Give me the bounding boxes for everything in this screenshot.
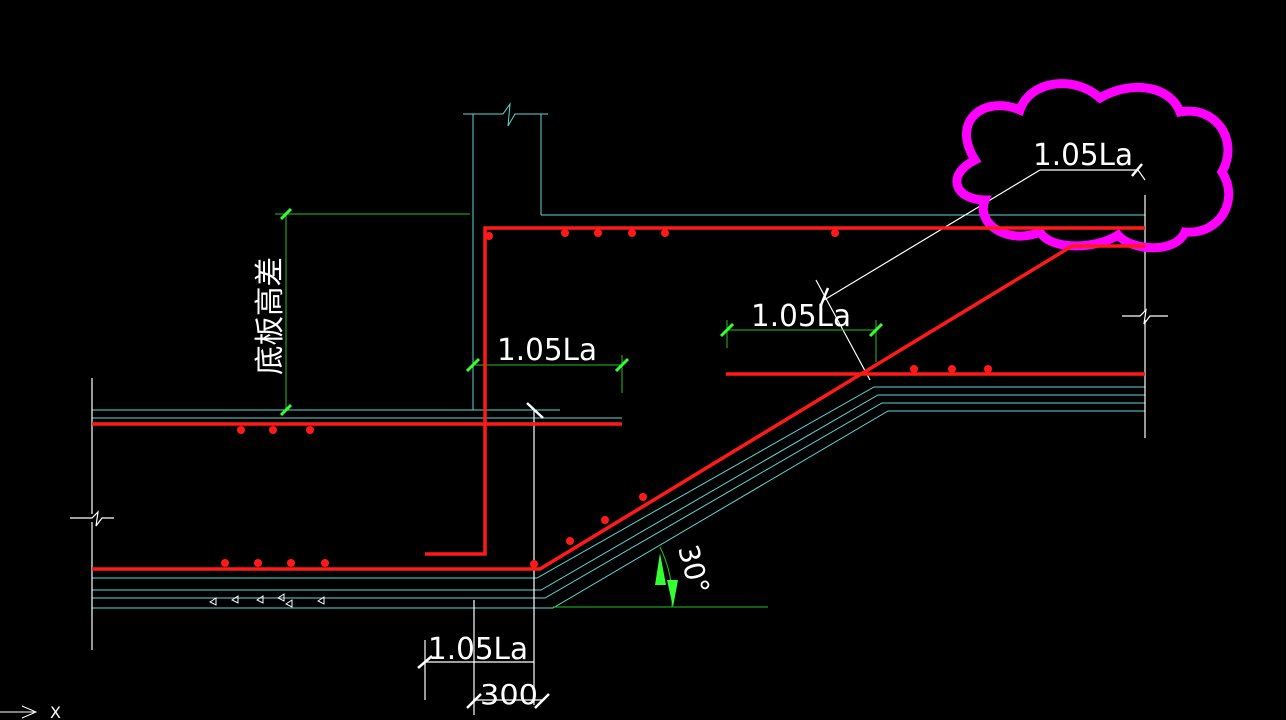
- label-anchor-middle: 1.05La: [751, 299, 851, 334]
- rebar-dot: [566, 537, 574, 545]
- leader-top-end: [1137, 169, 1146, 181]
- tick-4: [534, 693, 550, 709]
- concrete-hatch: [209, 593, 325, 608]
- rebar-dot: [306, 426, 314, 434]
- rebar-dot: [221, 559, 229, 567]
- tick-3: [466, 693, 482, 709]
- dimension-lines: [275, 213, 877, 608]
- rebar-dot: [561, 229, 569, 237]
- axis-x-label: X: [50, 703, 61, 720]
- angle-arrows: [655, 553, 678, 607]
- hatch-mark: [256, 595, 264, 604]
- break-lines: [70, 169, 1168, 715]
- rebar-dot: [530, 560, 538, 568]
- cloud-outline: [952, 79, 1234, 253]
- ucs-axis-indicator: X: [0, 703, 61, 720]
- hatch-mark: [277, 593, 285, 602]
- rebar-dot: [910, 365, 918, 373]
- revision-cloud: [952, 79, 1234, 253]
- hatch-mark: [285, 599, 293, 608]
- tick-6: [1131, 163, 1143, 177]
- tick-2: [417, 655, 433, 669]
- rebar-dot: [254, 559, 262, 567]
- rebars: [92, 226, 1145, 571]
- gtick-2: [279, 403, 293, 417]
- leader-top: [823, 169, 1041, 301]
- hatch-mark: [317, 596, 325, 605]
- hatch-mark: [209, 597, 217, 606]
- green-ticks: [279, 207, 884, 417]
- angle-arrow-up: [655, 553, 666, 585]
- gtick-4: [614, 357, 630, 373]
- rebar-dots: [221, 229, 992, 568]
- rebar-dot: [485, 232, 493, 240]
- angle-arrow-down: [667, 580, 678, 607]
- rebar-dot: [594, 229, 602, 237]
- right-break-symbol: [1122, 308, 1168, 325]
- bottom-layer-1: [92, 386, 1145, 579]
- label-anchor-bottom: 1.05La: [428, 632, 528, 667]
- rebar-dot: [831, 229, 839, 237]
- label-angle: 30°: [671, 541, 716, 597]
- hatch-mark: [231, 595, 239, 604]
- tick-5: [819, 287, 830, 306]
- slab-outline: [92, 102, 1145, 609]
- label-height-diff: 底板高差: [253, 257, 288, 375]
- gtick-1: [279, 207, 293, 221]
- left-break-symbol: [70, 510, 114, 527]
- rebar-dot: [269, 426, 277, 434]
- rebar-bottom-slope: [92, 244, 1145, 571]
- bottom-layer-3: [92, 402, 1145, 599]
- tick-1: [526, 402, 544, 419]
- rebar-dot: [661, 229, 669, 237]
- white-ticks: [417, 163, 1143, 709]
- rebar-dot: [628, 229, 636, 237]
- bottom-layer-2: [92, 394, 1145, 591]
- gtick-6: [868, 322, 884, 338]
- rebar-dot: [639, 493, 647, 501]
- label-anchor-left: 1.05La: [497, 333, 597, 368]
- label-width-300: 300: [480, 678, 538, 711]
- label-anchor-top-right: 1.05La: [1033, 138, 1133, 173]
- gtick-3: [465, 357, 481, 373]
- gtick-5: [719, 322, 735, 338]
- bottom-layer-4: [92, 410, 1145, 609]
- rebar-dot: [601, 516, 609, 524]
- rebar-dot: [321, 559, 329, 567]
- rebar-dot: [948, 365, 956, 373]
- rebar-upper-bent: [425, 226, 1145, 556]
- axis-arrow-icon: [21, 705, 38, 719]
- rebar-dot: [237, 426, 245, 434]
- rebar-dot: [984, 365, 992, 373]
- wall-break-line: [463, 102, 548, 127]
- rebar-dot: [287, 559, 295, 567]
